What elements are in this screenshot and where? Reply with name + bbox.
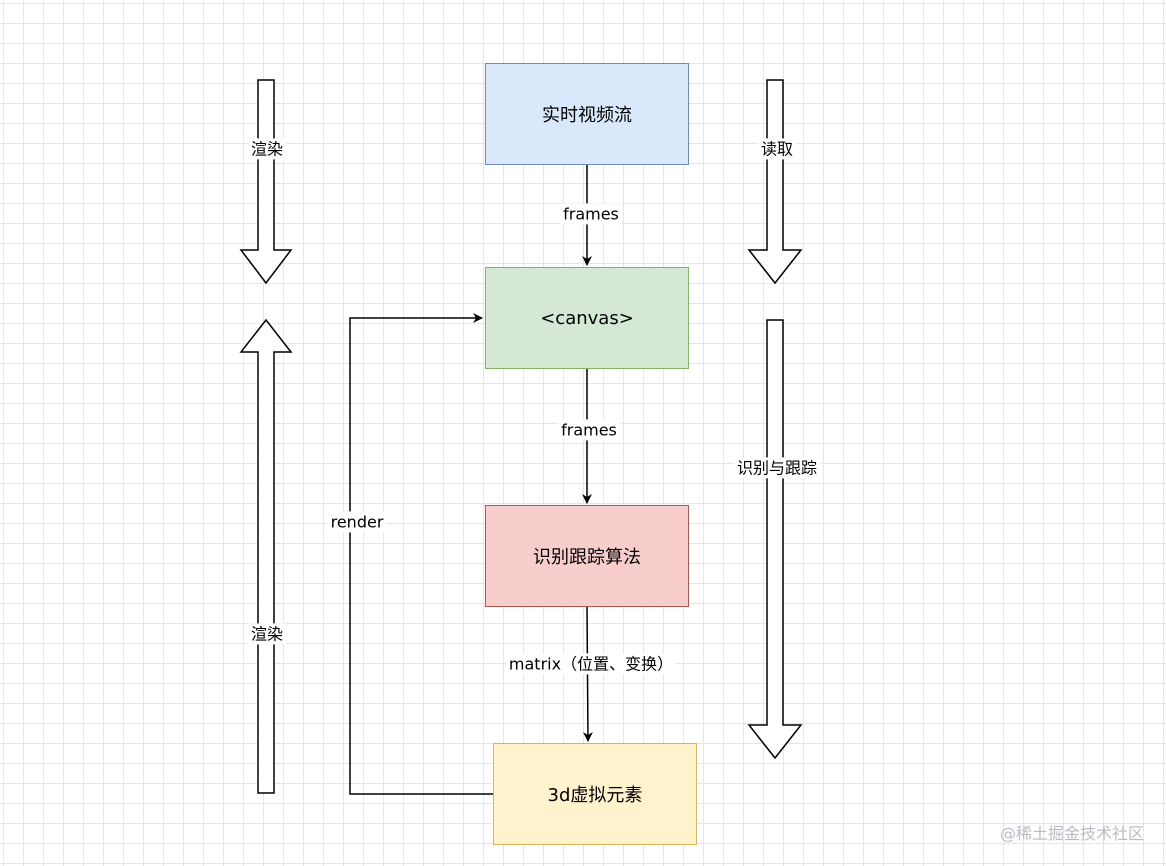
video-stream-label: 实时视频流 (542, 105, 632, 126)
left-top-hollow-arrow (239, 79, 293, 285)
frames-label-2: frames (558, 419, 620, 441)
virtual-element-box: 3d虚拟元素 (493, 743, 697, 845)
left-bottom-render-label: 渲染 (247, 623, 287, 645)
edge-render-loop (349, 313, 493, 795)
algorithm-box: 识别跟踪算法 (485, 505, 689, 607)
right-bottom-track-label: 识别与跟踪 (733, 457, 821, 479)
virtual-element-label: 3d虚拟元素 (547, 785, 643, 806)
left-top-render-label: 渲染 (247, 138, 287, 160)
right-top-hollow-arrow (747, 79, 803, 285)
left-bottom-hollow-arrow (239, 318, 293, 794)
algorithm-label: 识别跟踪算法 (533, 547, 641, 568)
render-label: render (327, 511, 387, 533)
right-top-read-label: 读取 (757, 138, 797, 160)
canvas-label: <canvas> (540, 307, 634, 329)
watermark: @稀土掘金技术社区 (999, 824, 1144, 843)
matrix-label: matrix（位置、变换） (505, 653, 677, 675)
canvas-box: <canvas> (485, 267, 689, 369)
right-bottom-hollow-arrow (747, 319, 803, 760)
video-stream-box: 实时视频流 (485, 63, 689, 165)
frames-label-1: frames (560, 203, 622, 225)
